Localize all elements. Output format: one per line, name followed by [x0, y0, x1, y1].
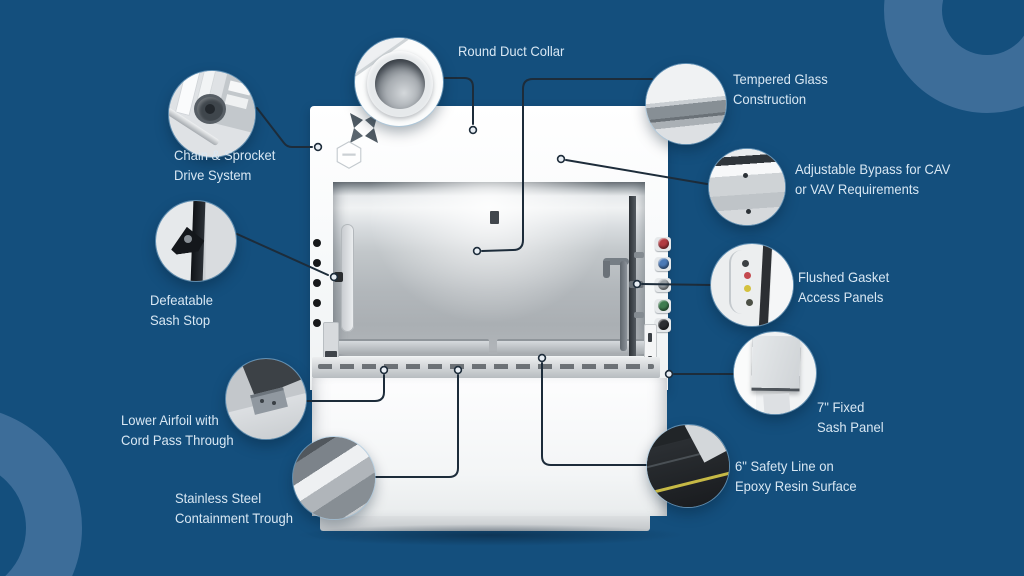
inset-safety-line-photo: [647, 425, 729, 507]
sash-track: [341, 224, 354, 332]
callout-point-tempered-glass: [472, 246, 482, 256]
valve-knob-blue: [658, 258, 669, 269]
callout-point-safety-line: [537, 353, 547, 363]
callout-line-defeatable-stop: [236, 233, 329, 276]
callout-line-tempered-glass: [481, 78, 653, 252]
outlet-slot: [648, 333, 652, 342]
stile-plug: [313, 279, 321, 287]
callout-point-flushed-gasket: [632, 279, 642, 289]
inset-round-duct-collar-photo: [355, 38, 443, 126]
callout-line-flushed-gasket: [641, 283, 713, 286]
inset-fixed-sash-panel-photo: [734, 332, 816, 414]
label-round-duct-collar: Round Duct Collar: [458, 43, 565, 59]
sash-stop-handle: [334, 272, 343, 282]
sash-glass-edge: [629, 196, 636, 356]
airfoil-slots: [318, 364, 654, 369]
callout-point-lower-airfoil: [379, 365, 389, 375]
hexagon-badge-icon: [336, 141, 362, 169]
callout-point-round-duct-collar: [468, 125, 478, 135]
valve-knob-black: [658, 319, 669, 330]
callout-line-adjustable-bypass: [565, 159, 708, 185]
inset-defeatable-sash-stop-photo: [156, 201, 236, 281]
inset-lower-airfoil-photo: [226, 359, 306, 439]
inset-stainless-trough-photo: [293, 437, 375, 519]
faucet-spout: [603, 261, 610, 278]
stile-plug: [313, 239, 321, 247]
callout-point-chain-sprocket: [313, 142, 323, 152]
floor-shadow: [295, 524, 685, 546]
stile-plug: [313, 259, 321, 267]
rear-sill-right: [497, 339, 645, 354]
baffle-sensor: [490, 211, 499, 224]
inset-flushed-gasket-photo: [711, 244, 793, 326]
stile-plug: [313, 319, 321, 327]
inset-tempered-glass-photo: [646, 64, 726, 144]
callout-line-chain-sprocket: [256, 107, 313, 148]
callout-line-lower-airfoil: [306, 374, 385, 402]
callout-line-stainless-trough: [373, 374, 459, 478]
sash-guide-bracket: [634, 312, 644, 318]
sash-guide-bracket: [634, 252, 644, 258]
callout-line-safety-line: [541, 362, 649, 466]
callout-point-fixed-sash: [664, 369, 674, 379]
callout-point-defeatable-stop: [329, 272, 339, 282]
callout-point-stainless-trough: [453, 365, 463, 375]
valve-knob-red: [658, 238, 669, 249]
callout-line-round-duct-collar: [444, 77, 474, 125]
faucet-gooseneck: [603, 258, 629, 265]
faucet-pipe: [620, 261, 627, 351]
hood-chamber-opening: [333, 182, 645, 356]
inset-chain-sprocket-photo: [169, 71, 255, 157]
inset-adjustable-bypass-photo: [709, 149, 785, 225]
valve-knob-green: [658, 300, 669, 311]
rear-sill-left: [333, 339, 489, 354]
stile-plug: [313, 299, 321, 307]
callout-point-adjustable-bypass: [556, 154, 566, 164]
